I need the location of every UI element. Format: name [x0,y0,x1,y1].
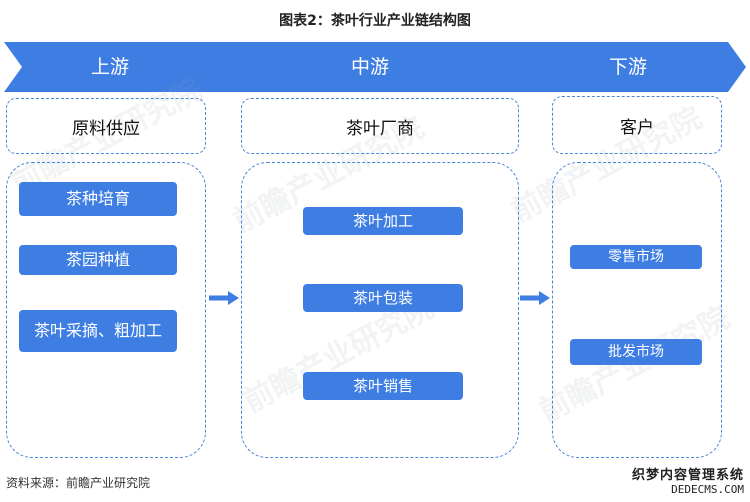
stage-label-upstream: 上游 [90,56,129,78]
arrow-right-icon [520,291,550,305]
midstream-item-sales: 茶叶销售 [303,372,463,400]
upstream-item-picking-processing: 茶叶采摘、粗加工 [19,310,177,352]
arrow-right-icon [209,291,239,305]
chevron-midstream [192,42,549,92]
midstream-container [241,162,519,458]
upstream-item-tea-breeding: 茶种培育 [19,182,177,216]
midstream-item-processing: 茶叶加工 [303,207,463,235]
stage-label-downstream: 下游 [608,56,647,78]
stage-chevron-band [4,42,746,92]
downstream-header: 客户 [552,96,722,154]
corner-watermark-line1: 织梦内容管理系统 [631,467,744,482]
midstream-item-packaging: 茶叶包装 [303,284,463,312]
downstream-item-retail-market: 零售市场 [570,245,702,269]
downstream-container [552,162,722,458]
source-note: 资料来源：前瞻产业研究院 [6,476,151,490]
chevron-upstream [4,42,216,92]
upstream-item-tea-garden-planting: 茶园种植 [19,245,177,275]
upstream-header: 原料供应 [6,98,206,154]
upstream-container [6,162,206,458]
corner-watermark: 织梦内容管理系统 DEDECMS.COM [632,464,744,496]
midstream-header: 茶叶厂商 [241,98,519,154]
chevron-downstream [523,42,746,92]
corner-watermark-line2: DEDECMS.COM [671,483,744,496]
stage-label-midstream: 中游 [350,56,389,78]
downstream-item-wholesale-market: 批发市场 [570,339,702,365]
diagram-title: 图表2：茶叶行业产业链结构图 [279,13,471,29]
